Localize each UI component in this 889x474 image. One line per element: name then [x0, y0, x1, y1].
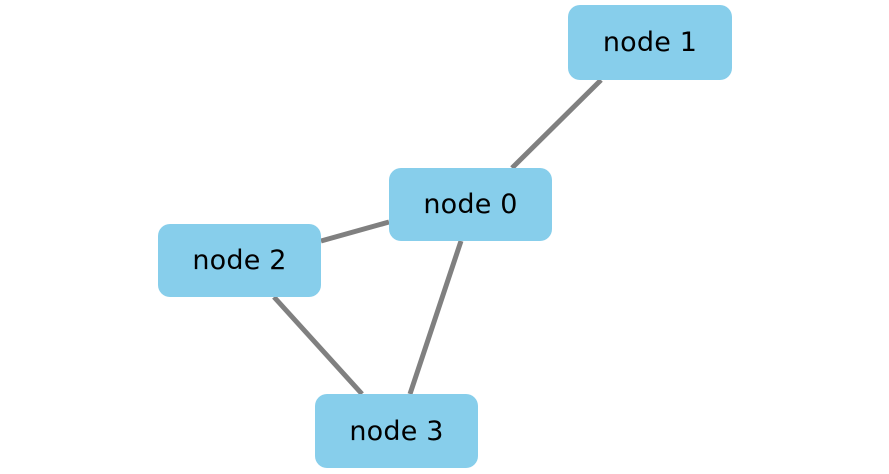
edge-node2-node3 — [272, 295, 364, 396]
node-label: node 0 — [423, 189, 518, 220]
node-label: node 2 — [192, 245, 287, 276]
node-label: node 1 — [602, 27, 698, 58]
graph-node-node0[interactable]: node 0 — [389, 168, 552, 241]
graph-node-node3[interactable]: node 3 — [315, 394, 478, 468]
graph-node-node1[interactable]: node 1 — [568, 5, 732, 80]
node-label: node 3 — [349, 415, 444, 447]
edge-node0-node3 — [407, 240, 464, 395]
edge-node0-node2 — [320, 219, 390, 244]
graph-node-node2[interactable]: node 2 — [158, 224, 321, 297]
edge-node0-node1 — [510, 78, 603, 170]
